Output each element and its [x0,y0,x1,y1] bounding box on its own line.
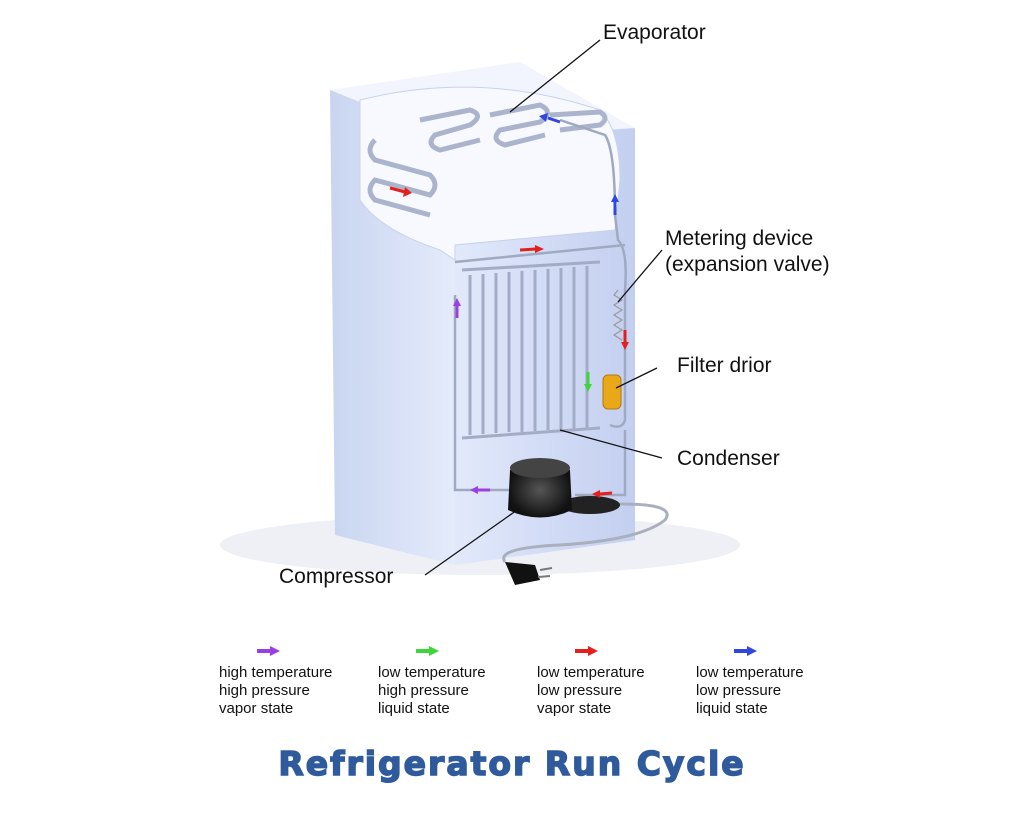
legend-text: liquid state [696,700,768,717]
legend-text: liquid state [378,700,450,717]
leader-lines [424,39,663,576]
legend-item-low-temp-low-pressure-liquid: low temperature low pressure liquid stat… [696,644,846,718]
compressor-top [510,458,570,478]
evaporator-label: Evaporator [603,21,706,44]
legend-text: low temperature [696,664,804,681]
capillary-tube [612,289,624,341]
legend-text: high temperature [219,664,333,681]
metering-device-label: Metering device [665,227,814,250]
power-cord [502,502,669,563]
filter-drier [602,374,622,410]
expansion-valve-label: (expansion valve) [665,253,830,276]
red-arrow-icon [575,646,598,656]
green-arrow-icon [416,646,439,656]
legend-text: vapor state [219,700,294,717]
diagram-title: Refrigerator Run Cycle [278,743,746,784]
legend-item-high-temp-high-pressure-vapor: high temperature high pressure vapor sta… [219,644,369,718]
evaporator-housing [359,86,621,261]
legend-item-low-temp-high-pressure-liquid: low temperature high pressure liquid sta… [378,644,528,718]
compressor-base [560,496,620,514]
power-plug [505,562,553,585]
legend-text: vapor state [537,700,612,717]
compressor-label: Compressor [279,565,394,588]
filter-drier-label: Filter drior [677,354,772,377]
legend-text: low pressure [537,682,623,699]
legend-item-low-temp-low-pressure-vapor: low temperature low pressure vapor state [537,644,687,718]
legend-text: low temperature [537,664,645,681]
evaporator-coils [367,102,608,218]
blue-arrow-icon [734,646,757,656]
refrigerant-tubing [453,118,627,497]
legend-text: high pressure [219,682,310,699]
flow-arrows [389,113,629,498]
condenser-coil [461,260,601,440]
legend-text: low temperature [378,664,486,681]
legend-text: low pressure [696,682,782,699]
legend-text: high pressure [378,682,469,699]
purple-arrow-icon [257,646,280,656]
condenser-label: Condenser [677,447,780,470]
